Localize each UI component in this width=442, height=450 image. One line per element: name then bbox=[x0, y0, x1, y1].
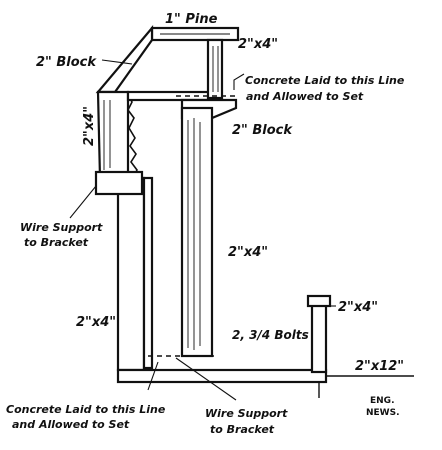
label-concrete-top-2: and Allowed to Set bbox=[246, 90, 364, 103]
label-wire-left-2: to Bracket bbox=[24, 236, 89, 249]
right-post-cap bbox=[306, 294, 332, 308]
label-stud-top-right: 2"x4" bbox=[238, 37, 278, 52]
label-wire-bottom-2: to Bracket bbox=[210, 423, 275, 436]
center-stud-hatch bbox=[187, 118, 201, 350]
left-lagging bbox=[142, 176, 154, 370]
right-post bbox=[310, 298, 328, 374]
label-block-left: 2" Block bbox=[36, 55, 97, 70]
label-wire-bottom: Wire Support bbox=[205, 407, 288, 420]
leader-concrete-top bbox=[233, 73, 245, 90]
right-upper-cleat bbox=[206, 38, 224, 100]
left-concrete-edge bbox=[127, 94, 138, 179]
label-stud-post: 2"x4" bbox=[338, 300, 378, 315]
right-upper-cleat-hatch bbox=[212, 46, 219, 92]
label-concrete-bottom: Concrete Laid to this Line bbox=[6, 403, 166, 416]
label-wire-left: Wire Support bbox=[20, 221, 103, 234]
bottom-plank bbox=[116, 368, 328, 384]
label-plank: 2"x12" bbox=[355, 359, 404, 374]
label-stud-lower-left: 2"x4" bbox=[76, 315, 116, 330]
label-credit-eng: ENG. bbox=[370, 396, 395, 406]
label-stud-left-vertical: 2"x4" bbox=[82, 106, 97, 146]
label-concrete-bottom-2: and Allowed to Set bbox=[12, 418, 130, 431]
leader-concrete-bottom bbox=[147, 361, 159, 391]
leader-wire-left bbox=[69, 185, 97, 219]
label-block-right: 2" Block bbox=[232, 123, 293, 138]
leader-block-left bbox=[101, 59, 133, 65]
label-pine: 1" Pine bbox=[165, 12, 218, 27]
label-bolts: 2, 3/4 Bolts bbox=[232, 328, 309, 342]
label-concrete-top: Concrete Laid to this Line bbox=[245, 74, 405, 87]
leader-wire-bottom bbox=[175, 357, 237, 401]
left-lower-stud bbox=[116, 176, 146, 372]
left-upper-stud-hatch bbox=[103, 100, 111, 170]
center-vertical-stud bbox=[180, 106, 214, 358]
label-credit-news: NEWS. bbox=[366, 408, 400, 418]
left-bracket bbox=[94, 170, 144, 196]
left-upper-stud bbox=[96, 90, 130, 180]
inner-horizontal-tie bbox=[126, 90, 218, 102]
label-stud-center: 2"x4" bbox=[228, 245, 268, 260]
